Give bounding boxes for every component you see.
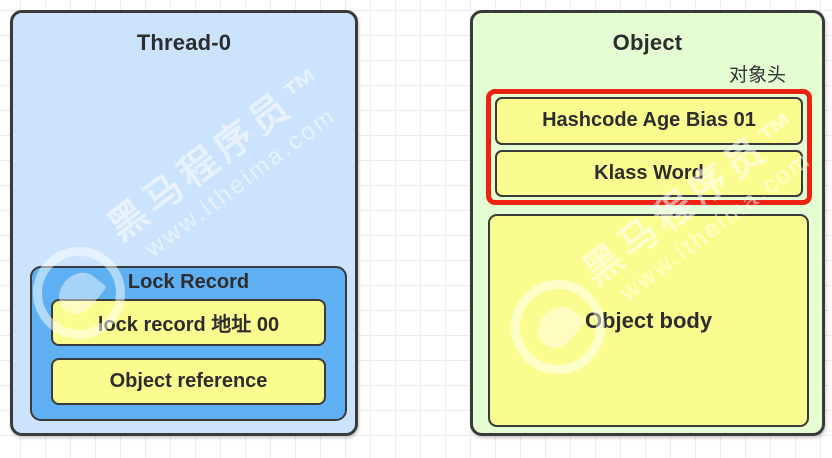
- object-header-label: 对象头: [728, 65, 786, 86]
- object-body-box: Object body: [488, 214, 809, 427]
- object-box-title: Object: [612, 30, 683, 55]
- object-header-highlight-frame: Hashcode Age Bias 01 Klass Word: [486, 89, 812, 205]
- lock-record-title: Lock Record: [127, 271, 250, 293]
- thread-box-title: Thread-0: [136, 30, 232, 55]
- object-reference-field: Object reference: [51, 358, 326, 405]
- lock-record-box: Lock Record lock record 地址 00 Object ref…: [30, 266, 347, 421]
- thread-box: Thread-0 Lock Record lock record 地址 00 O…: [10, 10, 358, 436]
- object-box: Object 对象头 Hashcode Age Bias 01 Klass Wo…: [470, 10, 825, 436]
- mark-word-field: Hashcode Age Bias 01: [495, 97, 803, 145]
- klass-word-field: Klass Word: [495, 149, 803, 197]
- lock-record-address-field: lock record 地址 00: [51, 299, 326, 346]
